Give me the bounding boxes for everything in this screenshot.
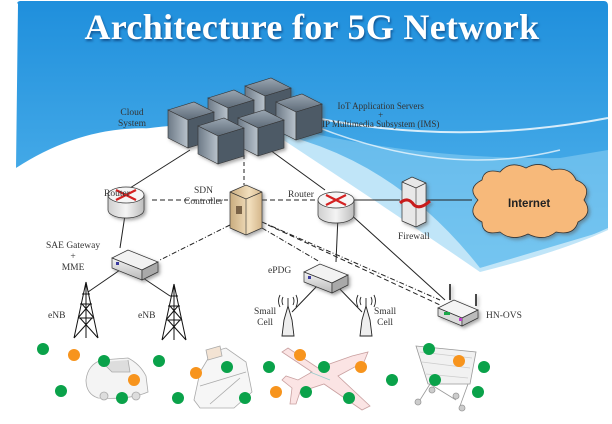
- iot-dot-green: [221, 361, 233, 373]
- cloud-system-label: Cloud System: [118, 108, 146, 130]
- small-cell-left-label-line1: Small: [254, 307, 277, 317]
- iot-dot-green: [153, 355, 165, 367]
- iot-dot-green: [98, 355, 110, 367]
- cloud-system-label-line2: System: [118, 119, 146, 129]
- sdn-controller-label-line1: SDN: [194, 186, 214, 196]
- iot-dot-green: [386, 374, 398, 386]
- firewall-icon: [399, 176, 432, 228]
- router-left-icon: [107, 186, 145, 219]
- internet-label: Internet: [508, 198, 551, 210]
- iot-dot-green: [300, 386, 312, 398]
- hn-ovs-router-icon: [437, 284, 479, 327]
- cloud-system-servers-icon: [167, 77, 323, 165]
- app-servers-label-line2: +: [378, 110, 384, 120]
- sae-gateway-label: SAE Gateway + MME: [46, 241, 100, 274]
- iot-dot-orange: [68, 349, 80, 361]
- sae-gateway-label-line1: SAE Gateway: [46, 241, 101, 251]
- iot-dot-green: [263, 361, 275, 373]
- sdn-controller-icon: [229, 184, 263, 236]
- small-cell-left-label: Small Cell: [254, 307, 276, 329]
- small-cell-right-label-line1: Small: [374, 307, 397, 317]
- sae-gateway-label-line2: +: [70, 252, 76, 262]
- router-left-label: Router: [104, 189, 130, 199]
- small-cell-right-icon: [356, 294, 376, 337]
- iot-dot-green: [478, 361, 490, 373]
- firewall-label: Firewall: [398, 232, 430, 242]
- iot-dot-green: [172, 392, 184, 404]
- iot-dot-green: [239, 392, 251, 404]
- iot-dot-green: [472, 386, 484, 398]
- sdn-controller-label: SDN Controller: [184, 186, 223, 208]
- app-servers-label: IoT Application Servers + IP Multimedia …: [322, 102, 439, 129]
- enb-right-label: eNB: [138, 311, 156, 321]
- sae-gateway-label-line3: MME: [61, 263, 85, 273]
- iot-dot-orange: [190, 367, 202, 379]
- hn-ovs-label: HN-OVS: [486, 311, 522, 321]
- iot-dot-green: [423, 343, 435, 355]
- robot-arm-icon: [193, 345, 253, 409]
- epdg-label: ePDG: [268, 266, 292, 276]
- app-servers-label-line1: IoT Application Servers: [337, 101, 424, 111]
- iot-dot-orange: [355, 361, 367, 373]
- iot-dot-green: [55, 385, 67, 397]
- small-cell-left-label-line2: Cell: [257, 318, 273, 328]
- epdg-icon: [303, 263, 349, 294]
- internet-cloud-icon: [472, 164, 589, 238]
- enb-tower-left-icon: [73, 281, 99, 339]
- iot-dot-orange: [294, 349, 306, 361]
- iot-dot-green: [318, 361, 330, 373]
- iot-dot-orange: [270, 386, 282, 398]
- car-icon: [85, 357, 149, 401]
- small-cell-left-icon: [278, 294, 298, 337]
- small-cell-right-label-line2: Cell: [377, 318, 393, 328]
- small-cell-right-label: Small Cell: [374, 307, 396, 329]
- iot-dot-green: [343, 392, 355, 404]
- shopping-cart-icon: [414, 345, 477, 412]
- router-right-icon: [317, 191, 355, 224]
- app-servers-label-line3: IP Multimedia Subsystem (IMS): [322, 119, 440, 129]
- connections: [87, 149, 472, 313]
- sdn-controller-label-line2: Controller: [184, 197, 224, 207]
- slide-title: Architecture for 5G Network: [84, 7, 540, 47]
- sae-gateway-icon: [111, 249, 159, 281]
- iot-dot-green: [37, 343, 49, 355]
- iot-dot-green: [429, 374, 441, 386]
- iot-dot-orange: [453, 355, 465, 367]
- iot-dot-green: [116, 392, 128, 404]
- iot-dot-orange: [128, 374, 140, 386]
- cloud-system-label-line1: Cloud: [120, 108, 144, 118]
- iot-device-dots: [37, 343, 490, 404]
- enb-left-label: eNB: [48, 311, 66, 321]
- enb-tower-right-icon: [161, 283, 187, 341]
- router-right-label: Router: [288, 190, 314, 200]
